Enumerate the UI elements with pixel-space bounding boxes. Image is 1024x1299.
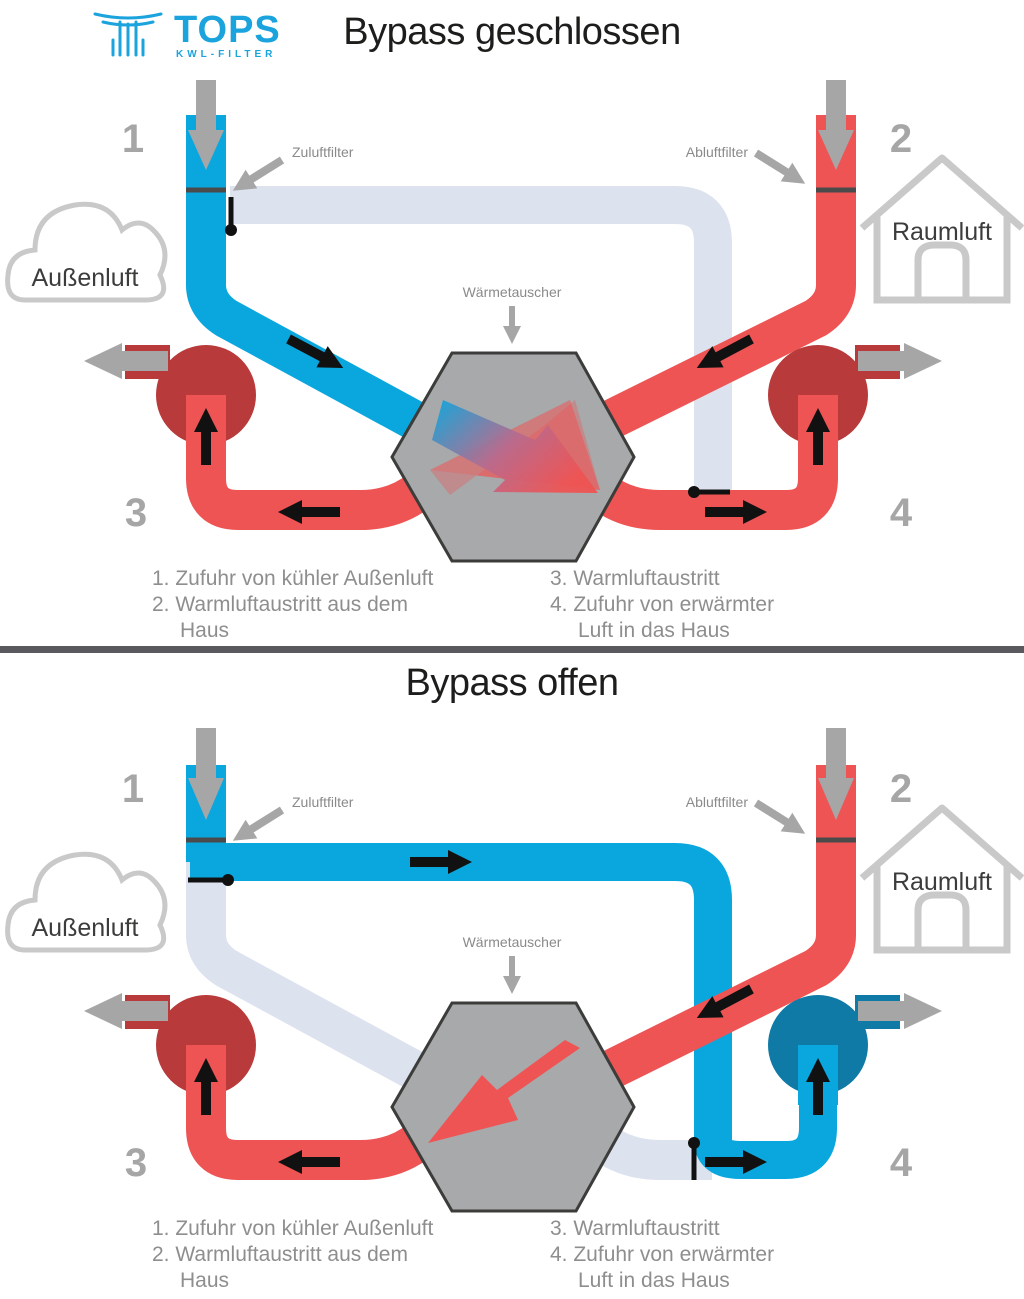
- house-room-air: Raumluft: [859, 154, 1024, 304]
- bypass-damper-bottom: [688, 486, 730, 498]
- exhaust-out-arrow-left: [84, 343, 168, 379]
- panel-bypass-closed: Bypass geschlossen: [5, 11, 1024, 642]
- room-air-label: Raumluft: [892, 218, 992, 246]
- outside-air-intake-arrow: [188, 728, 224, 820]
- legend-right-line-2: 4. Zufuhr von erwärmter: [550, 593, 774, 616]
- supply-filter-pointer: [232, 806, 285, 841]
- fan-exhaust-left: [125, 345, 256, 455]
- legend-right-line-1: 3. Warmluftaustritt: [550, 1217, 720, 1240]
- exhaust-filter-pointer: [753, 799, 806, 834]
- bypass-damper-top: [225, 197, 237, 236]
- room-air-intake-arrow: [818, 80, 854, 170]
- logo-subtitle: KWL-FILTER: [176, 49, 276, 60]
- exhaust-out-arrow-left: [84, 993, 168, 1029]
- legend-left-line-1: 1. Zufuhr von kühler Außenluft: [152, 567, 433, 590]
- exhaust-filter-label: Abluftfilter: [686, 794, 749, 810]
- number-3: 3: [125, 1141, 147, 1185]
- outside-air-label: Außenluft: [31, 914, 138, 942]
- legend-right-line-2: 4. Zufuhr von erwärmter: [550, 1243, 774, 1266]
- legend-right-line-3: Luft in das Haus: [578, 1269, 730, 1292]
- number-3: 3: [125, 491, 147, 535]
- legend-left-line-3: Haus: [180, 1269, 229, 1292]
- heat-exchanger: [390, 351, 636, 563]
- bypass-duct-active: [190, 843, 837, 1179]
- heat-exchanger-pointer: [503, 956, 521, 994]
- exchanger-duct-inactive: [186, 860, 442, 1098]
- heat-exchanger-label: Wärmetauscher: [463, 934, 562, 950]
- number-4: 4: [890, 1141, 913, 1185]
- bypass-duct-inactive: [230, 186, 732, 492]
- warm-exhaust-duct: [581, 115, 856, 448]
- heat-exchanger: [390, 1001, 636, 1213]
- legend-left-line-1: 1. Zufuhr von kühler Außenluft: [152, 1217, 433, 1240]
- fan-supply-right: [768, 345, 900, 455]
- logo-icon: [93, 12, 163, 57]
- legend: 1. Zufuhr von kühler Außenluft 2. Warmlu…: [152, 567, 774, 642]
- panel-divider: [0, 646, 1024, 653]
- number-1: 1: [122, 767, 144, 811]
- logo-name: TOPS: [174, 9, 281, 51]
- panel-bypass-open: Bypass offen: [5, 662, 1024, 1292]
- flow-arrows: [194, 334, 830, 524]
- panel-title: Bypass geschlossen: [343, 11, 680, 53]
- supply-filter-label: Zuluftfilter: [292, 144, 354, 160]
- legend-left-line-3: Haus: [180, 619, 229, 642]
- number-4: 4: [890, 491, 913, 535]
- panel-title: Bypass offen: [405, 662, 618, 704]
- cloud-outside-air: Außenluft: [5, 201, 168, 303]
- house-room-air: Raumluft: [859, 804, 1024, 954]
- legend-right-line-3: Luft in das Haus: [578, 619, 730, 642]
- warm-exhaust-duct: [581, 765, 856, 1098]
- legend-right-line-1: 3. Warmluftaustritt: [550, 567, 720, 590]
- number-2: 2: [890, 767, 912, 811]
- heat-exchanger-label: Wärmetauscher: [463, 284, 562, 300]
- supply-out-arrow-right: [858, 343, 942, 379]
- number-1: 1: [122, 117, 144, 161]
- legend-left-line-2: 2. Warmluftaustritt aus dem: [152, 1243, 408, 1266]
- supply-filter-label: Zuluftfilter: [292, 794, 354, 810]
- bypass-damper-top: [188, 874, 234, 886]
- flow-arrows: [194, 850, 830, 1174]
- outside-air-intake-arrow: [188, 80, 224, 170]
- legend: 1. Zufuhr von kühler Außenluft 2. Warmlu…: [152, 1217, 774, 1292]
- cold-intake-duct: [186, 115, 442, 448]
- cloud-outside-air: Außenluft: [5, 851, 168, 953]
- legend-left-line-2: 2. Warmluftaustritt aus dem: [152, 593, 408, 616]
- heat-exchanger-pointer: [503, 306, 521, 344]
- room-air-intake-arrow: [818, 728, 854, 820]
- room-air-label: Raumluft: [892, 868, 992, 896]
- supply-out-arrow-right: [858, 993, 942, 1029]
- exhaust-filter-label: Abluftfilter: [686, 144, 749, 160]
- bypass-damper-bottom: [688, 1137, 700, 1180]
- exhaust-filter-pointer: [753, 149, 806, 184]
- outside-air-label: Außenluft: [31, 264, 138, 292]
- number-2: 2: [890, 117, 912, 161]
- tops-logo: TOPS KWL-FILTER: [93, 9, 281, 60]
- supply-filter-pointer: [232, 156, 285, 191]
